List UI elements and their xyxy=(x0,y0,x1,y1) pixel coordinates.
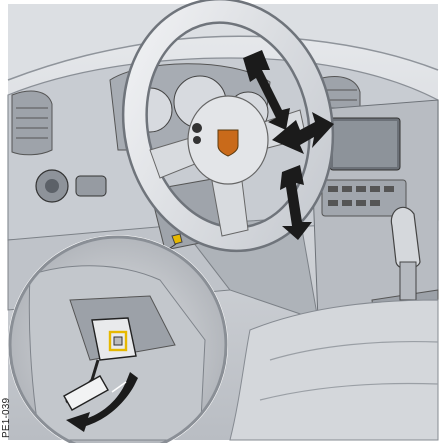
left-air-vent xyxy=(12,91,52,155)
figure-code: PE1-039 xyxy=(1,378,13,438)
crest-emblem xyxy=(218,130,238,156)
